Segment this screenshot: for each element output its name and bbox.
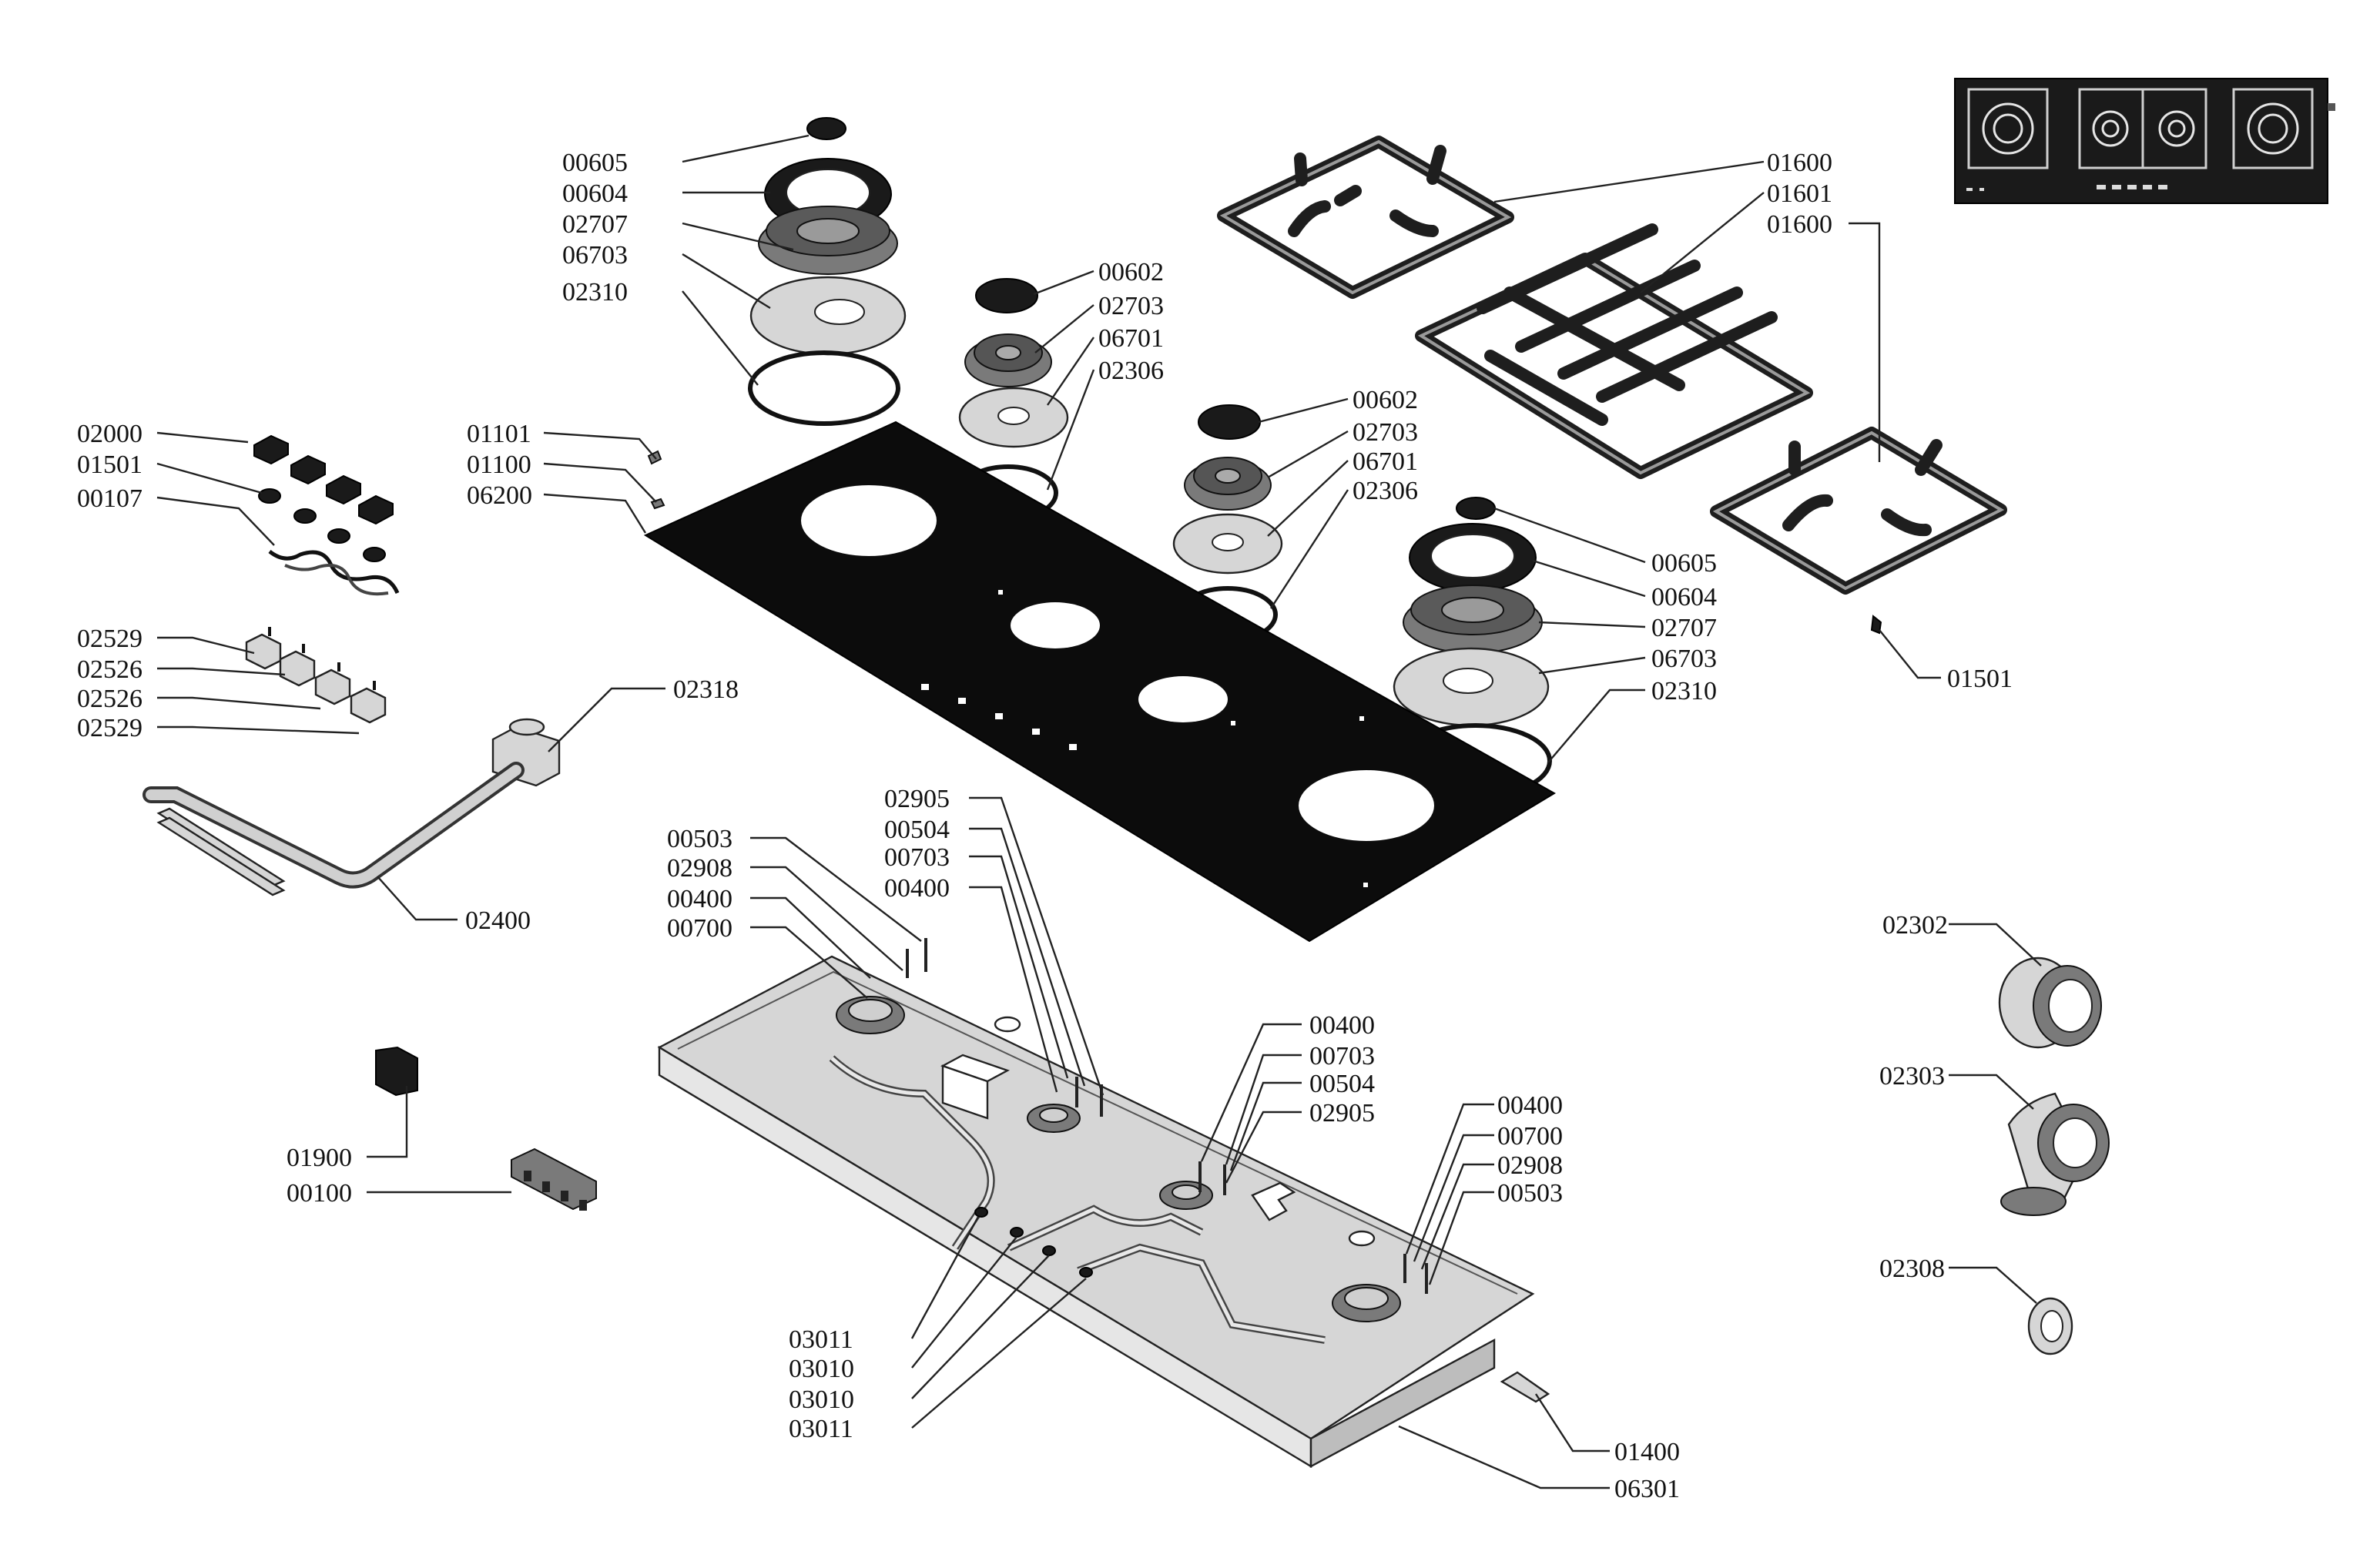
pan-support-right	[1710, 427, 2007, 595]
callout-00602-a: 00602	[1098, 258, 1164, 286]
callout-00100: 00100	[287, 1179, 352, 1208]
callout-00504-a: 00504	[884, 816, 950, 844]
callout-06701-b: 06701	[1353, 447, 1418, 476]
gas-manifold-pipe	[142, 762, 525, 889]
callout-00604-a: 00604	[562, 179, 628, 208]
callout-02306-a: 02306	[1098, 357, 1164, 385]
burner-stack-small-a	[958, 278, 1069, 521]
tray-clip	[1500, 1371, 1550, 1403]
callout-02308: 02308	[1879, 1255, 1945, 1283]
callout-00400-c: 00400	[1309, 1011, 1375, 1040]
callout-00503-a: 00503	[667, 825, 732, 853]
callout-02707-b: 02707	[1651, 614, 1717, 642]
callout-06703-b: 06703	[1651, 645, 1717, 673]
callout-02306-b: 02306	[1353, 477, 1418, 505]
callout-00400-a: 00400	[884, 874, 950, 903]
callout-01501-a: 01501	[77, 451, 142, 479]
gas-connector-elbow	[2000, 1092, 2110, 1216]
callout-02310-a: 02310	[562, 278, 628, 307]
callout-06200: 06200	[467, 481, 532, 510]
callout-00504-b: 00504	[1309, 1070, 1375, 1098]
callout-00400-d: 00400	[1497, 1091, 1563, 1120]
callout-01501-b: 01501	[1947, 665, 2013, 693]
callout-01600-b: 01600	[1767, 210, 1832, 239]
pan-support-middle	[1415, 223, 1813, 479]
callout-01400: 01400	[1614, 1438, 1680, 1466]
bottom-tray	[657, 938, 1535, 1469]
gas-connector-straight	[1998, 957, 2102, 1049]
glass-top-panel	[643, 420, 1556, 943]
callout-00400-b: 00400	[667, 885, 732, 913]
callout-02905-a: 02905	[884, 785, 950, 813]
assembled-hob-inset	[1954, 78, 2335, 204]
ignition-switch	[375, 1046, 418, 1097]
callout-02303: 02303	[1879, 1062, 1945, 1091]
callout-01101: 01101	[467, 420, 531, 448]
callout-03011-b: 03011	[789, 1415, 853, 1443]
callout-03010-b: 03010	[789, 1385, 854, 1414]
callout-02905-b: 02905	[1309, 1099, 1375, 1127]
callout-01601: 01601	[1767, 179, 1832, 208]
thermocouple-wires	[268, 549, 400, 596]
callout-00602-b: 00602	[1353, 386, 1418, 414]
callout-02703-b: 02703	[1353, 418, 1418, 447]
burner-stack-large-right	[1393, 497, 1552, 799]
callout-02310-b: 02310	[1651, 677, 1717, 705]
callout-02302: 02302	[1882, 911, 1948, 940]
spark-generator	[511, 1148, 597, 1211]
callout-00703-a: 00703	[884, 843, 950, 872]
callout-02529-a: 02529	[77, 625, 142, 653]
callout-00700-a: 00700	[667, 914, 732, 943]
callout-00605-b: 00605	[1651, 549, 1717, 578]
callout-02707-a: 02707	[562, 210, 628, 239]
callout-02526-b: 02526	[77, 685, 142, 713]
manifold-bracket	[156, 807, 286, 896]
callout-00604-b: 00604	[1651, 583, 1717, 611]
callout-02318: 02318	[673, 675, 739, 704]
callout-02908-b: 02908	[1497, 1151, 1563, 1180]
sealing-washer	[2027, 1297, 2073, 1355]
callout-01100: 01100	[467, 451, 531, 479]
callout-02400: 02400	[465, 906, 531, 935]
callout-00700-b: 00700	[1497, 1122, 1563, 1151]
leader-lines	[156, 134, 2042, 1489]
gas-valves	[245, 627, 387, 724]
callout-02000: 02000	[77, 420, 142, 448]
pan-support-left	[1217, 136, 1514, 299]
callout-01600-a: 01600	[1767, 149, 1832, 177]
callout-02529-b: 02529	[77, 714, 142, 742]
callout-02526-a: 02526	[77, 655, 142, 684]
callout-03010-a: 03010	[789, 1355, 854, 1383]
callout-00605-a: 00605	[562, 149, 628, 177]
callout-02908-a: 02908	[667, 854, 732, 883]
callout-03011-a: 03011	[789, 1325, 853, 1354]
glass-clip-parts	[647, 450, 665, 510]
callout-01900: 01900	[287, 1144, 352, 1172]
callout-labels: 00605 00604 02707 06703 02310 00602 0270…	[77, 149, 2013, 1503]
control-knobs	[253, 434, 394, 562]
callout-06301: 06301	[1614, 1475, 1680, 1503]
burner-stack-small-b	[1172, 404, 1283, 643]
callout-06703-a: 06703	[562, 241, 628, 270]
callout-06701-a: 06701	[1098, 324, 1164, 353]
callout-00107: 00107	[77, 484, 142, 513]
callout-02703-a: 02703	[1098, 292, 1164, 320]
callout-00703-b: 00703	[1309, 1042, 1375, 1070]
burner-stack-large-left	[748, 117, 907, 426]
callout-00503-b: 00503	[1497, 1179, 1563, 1208]
grate-foot	[1870, 615, 1882, 635]
